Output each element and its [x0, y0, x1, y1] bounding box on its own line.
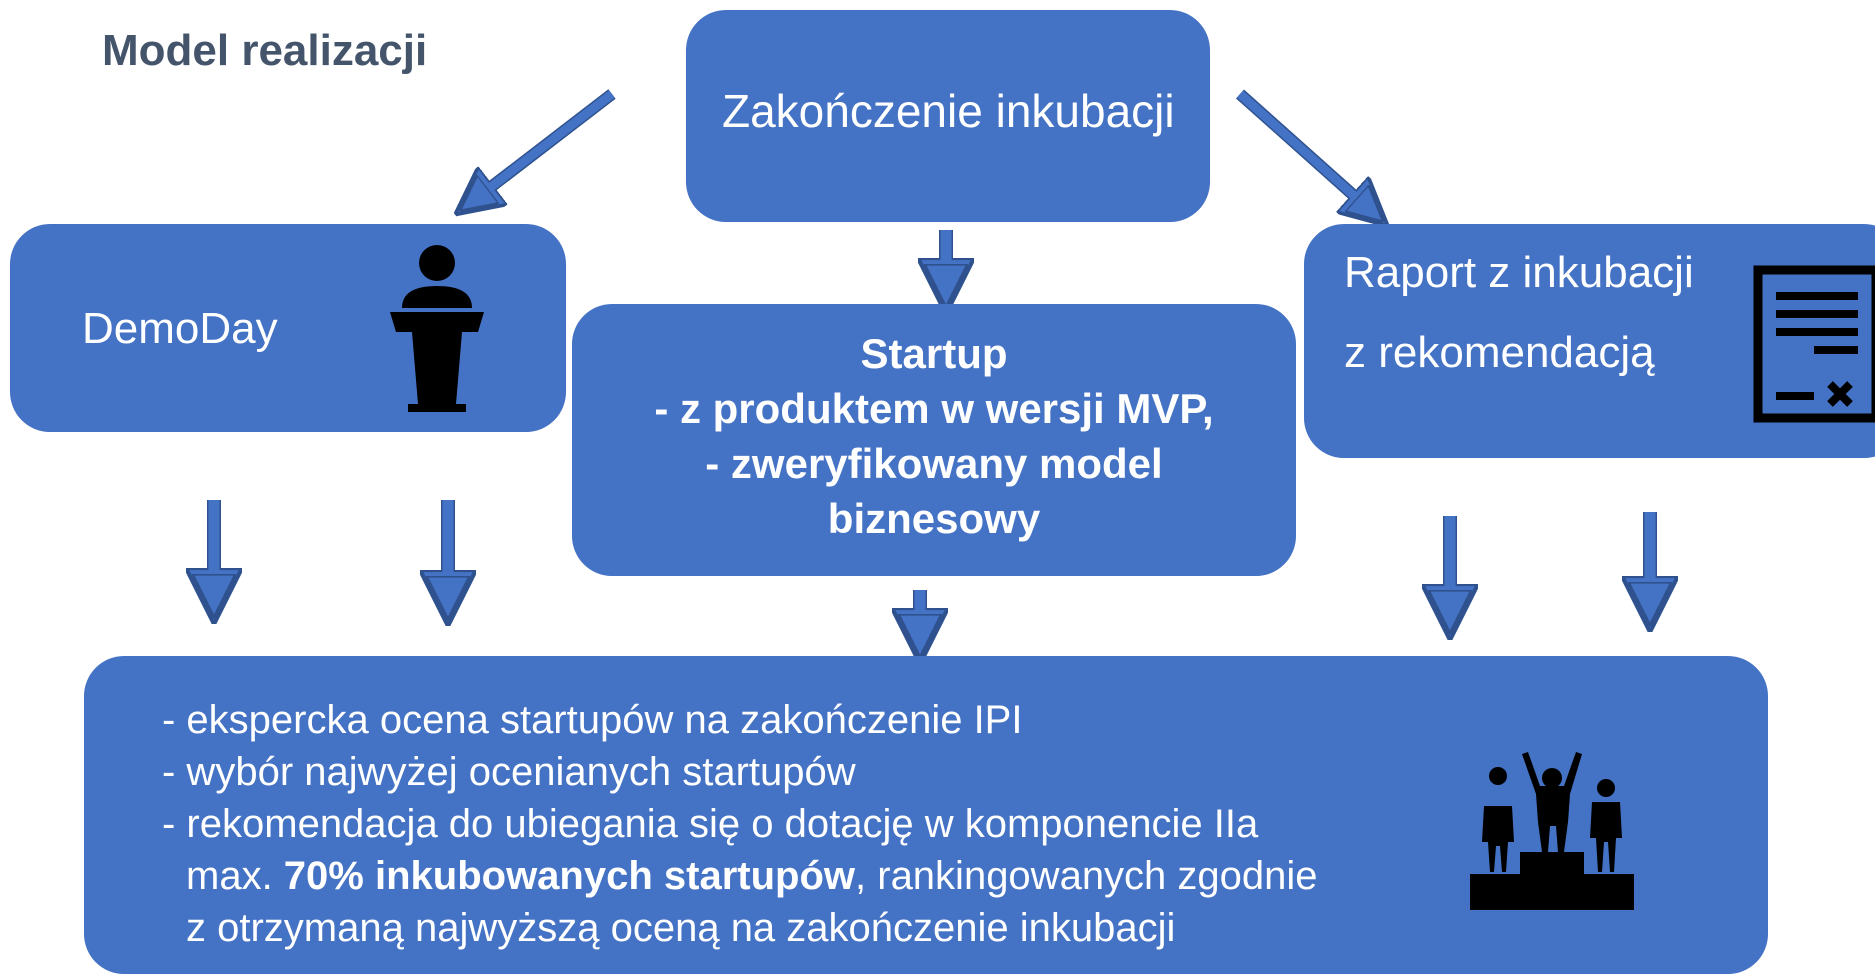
winners-podium-icon	[1470, 752, 1640, 912]
startup-line-2: - z produktem w wersji MVP,	[654, 385, 1214, 432]
outcome-line-4-bold: 70% inkubowanych startupów	[283, 854, 856, 898]
document-icon	[1752, 264, 1875, 424]
outcome-line-4-post: , rankingowanych zgodnie	[855, 854, 1318, 898]
outcome-box: - ekspercka ocena startupów na zakończen…	[84, 656, 1768, 974]
outcome-line-3: - rekomendacja do ubiegania się o dotacj…	[162, 802, 1259, 846]
podium-speaker-icon	[382, 238, 492, 418]
outcome-line-4: max. 70% inkubowanych startupów, ranking…	[162, 850, 1318, 902]
startup-line-3: - zweryfikowany model	[705, 440, 1163, 487]
outcome-line-2: - wybór najwyżej ocenianych startupów	[162, 750, 856, 794]
startup-box: Startup - z produktem w wersji MVP, - zw…	[572, 304, 1296, 576]
demoday-box: DemoDay	[10, 224, 566, 432]
demoday-label: DemoDay	[82, 304, 278, 353]
outcome-line-4-pre: max.	[186, 854, 284, 898]
incubation-end-label: Zakończenie inkubacji	[722, 85, 1175, 137]
startup-line-1: Startup	[860, 330, 1008, 377]
incubation-end-box: Zakończenie inkubacji	[686, 10, 1210, 222]
page-title: Model realizacji	[102, 26, 428, 75]
outcome-line-1: - ekspercka ocena startupów na zakończen…	[162, 698, 1023, 742]
outcome-line-5: z otrzymaną najwyższą oceną na zakończen…	[186, 906, 1176, 950]
report-line-1: Raport z inkubacji	[1344, 248, 1694, 297]
startup-line-4: biznesowy	[827, 495, 1041, 542]
arrow-to-demoday	[474, 89, 616, 200]
arrow-to-report	[1236, 89, 1370, 210]
report-line-2: z rekomendacją	[1344, 328, 1655, 377]
report-box: Raport z inkubacji z rekomendacją	[1304, 224, 1875, 458]
